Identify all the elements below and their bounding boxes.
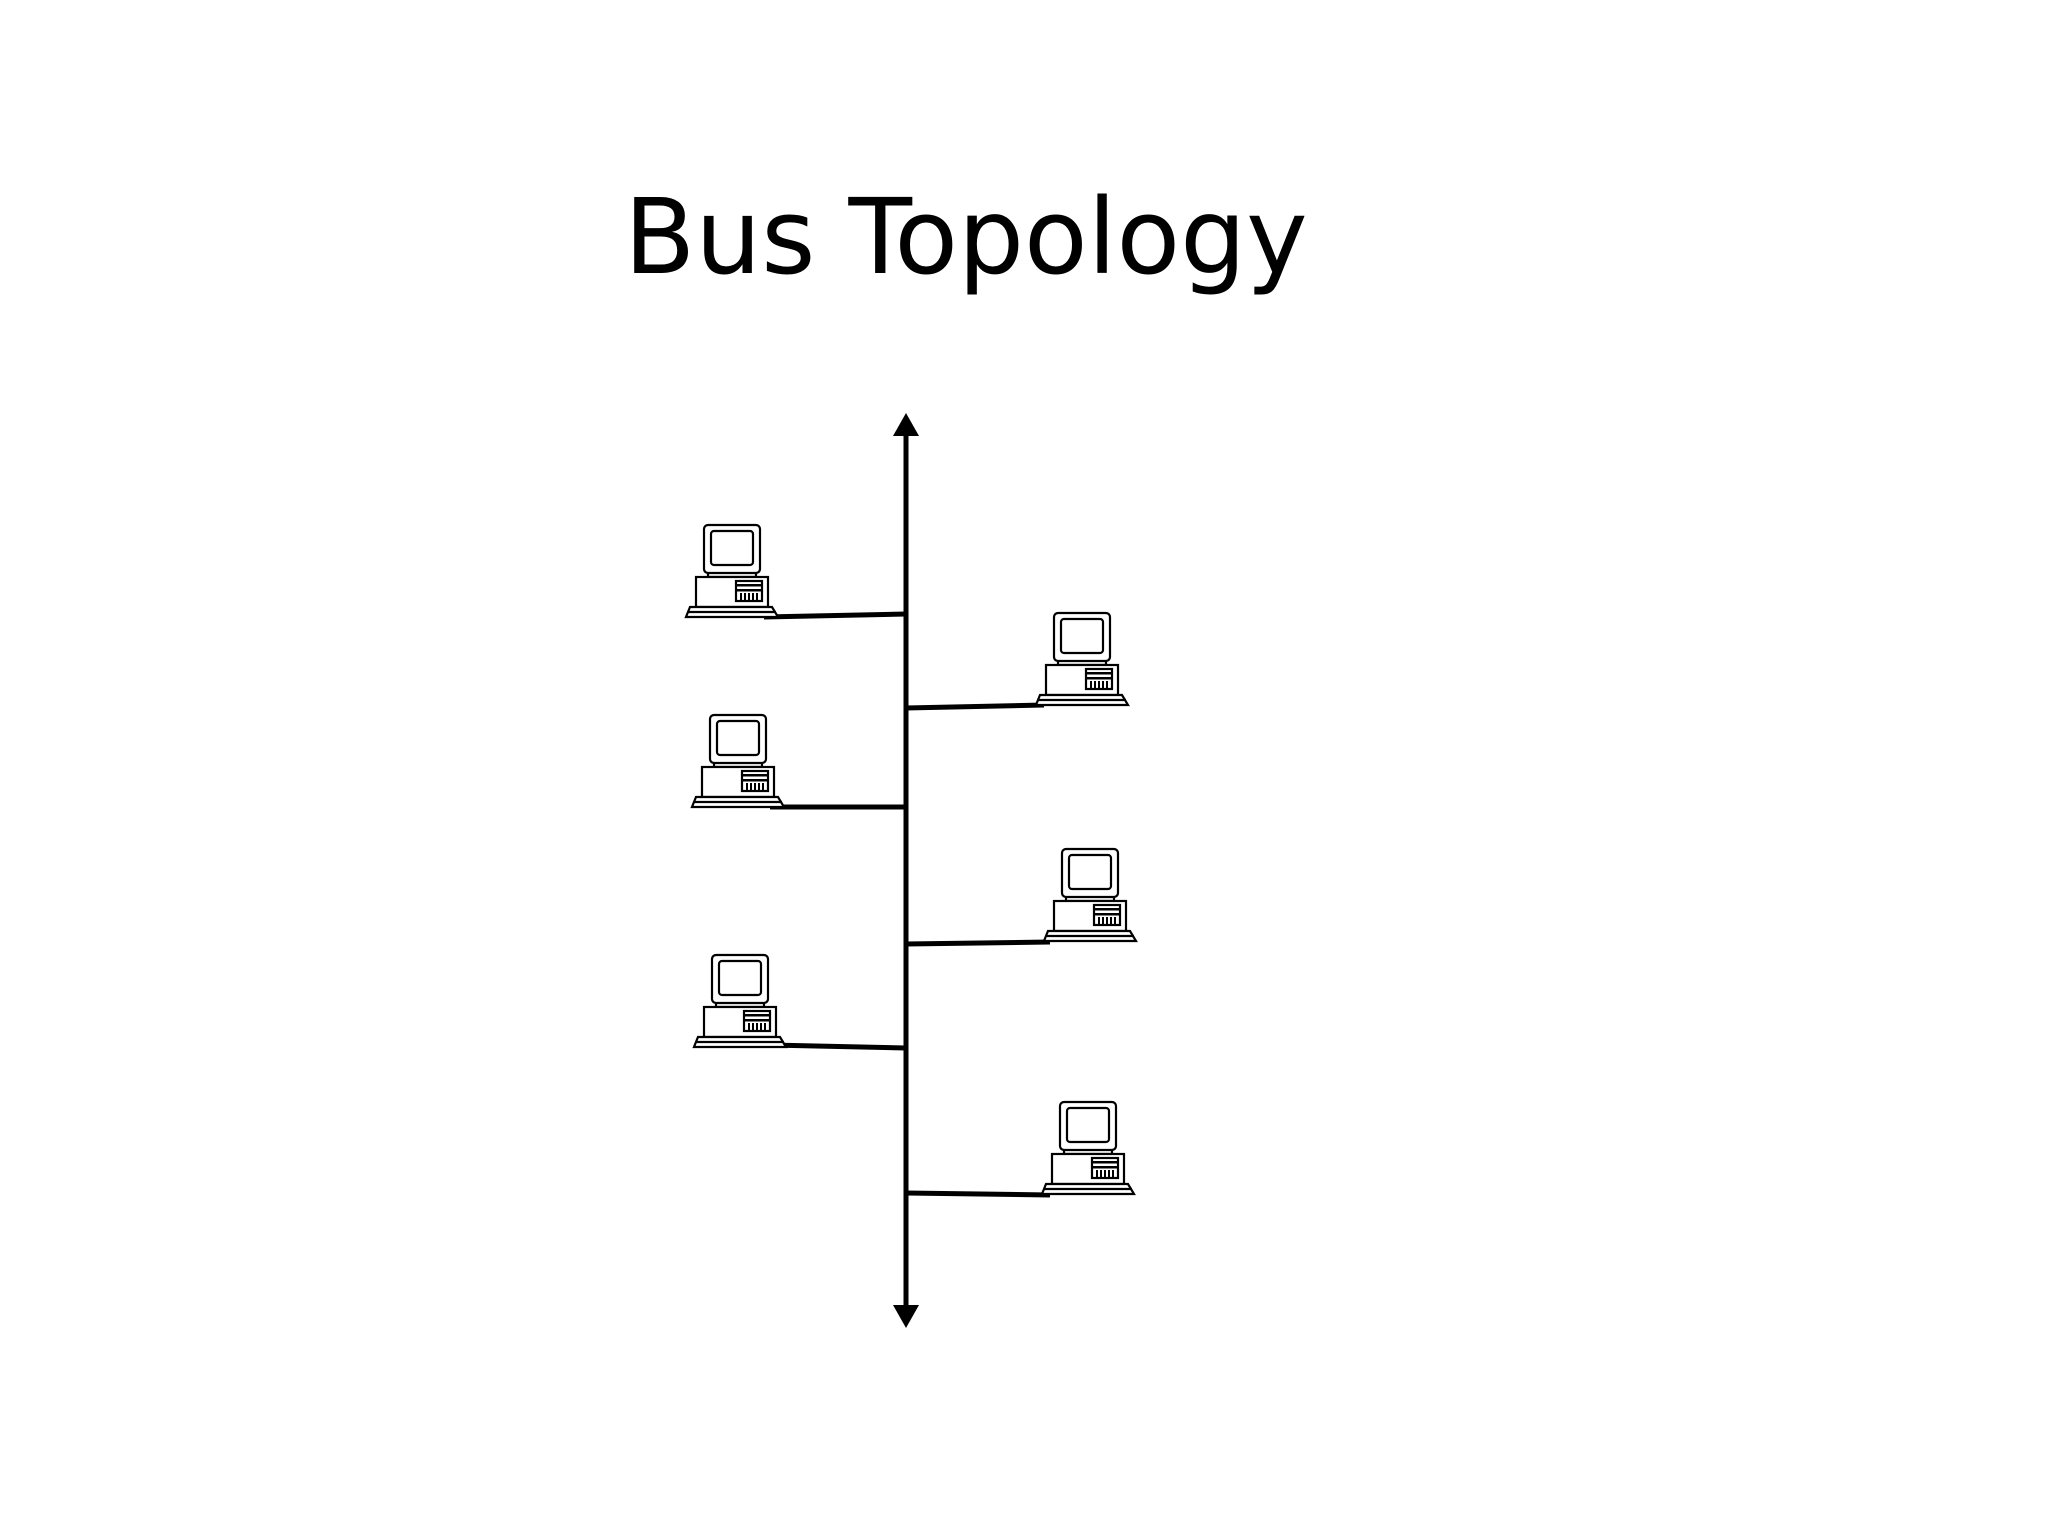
drop-cable-2	[905, 702, 1045, 711]
desktop-computer-icon	[1042, 847, 1138, 943]
arrow-down-icon	[893, 1305, 919, 1328]
desktop-computer-icon	[1034, 611, 1130, 707]
computer-node-5	[692, 953, 907, 1051]
drop-cable-5	[769, 1042, 907, 1051]
computer-node-6	[905, 1100, 1136, 1198]
desktop-computer-icon	[692, 953, 788, 1049]
drop-cable-1	[763, 611, 907, 620]
drop-cable-4	[905, 939, 1051, 947]
diagram-title: Bus Topology	[624, 176, 1308, 298]
drop-cable-6	[905, 1190, 1051, 1198]
computer-node-2	[905, 611, 1130, 711]
desktop-computer-icon	[1040, 1100, 1136, 1196]
bus-backbone	[893, 413, 919, 1328]
computer-node-3	[690, 713, 906, 810]
computer-node-1	[684, 523, 907, 620]
desktop-computer-icon	[690, 713, 786, 809]
desktop-computer-icon	[684, 523, 780, 619]
arrow-up-icon	[893, 413, 919, 436]
computer-node-4	[905, 847, 1138, 947]
